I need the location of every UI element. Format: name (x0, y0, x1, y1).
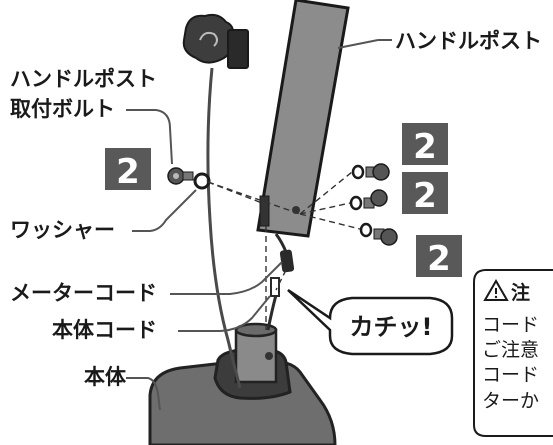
svg-text:コード: コード (482, 314, 539, 336)
svg-text:ご注意: ご注意 (482, 339, 539, 361)
body-cord-connector (266, 277, 280, 331)
handle-post-tube (256, 0, 350, 238)
svg-text:2: 2 (116, 152, 140, 192)
svg-text:2: 2 (413, 176, 437, 216)
label-body: 本体 (84, 365, 161, 411)
right-bolt-3 (359, 222, 398, 246)
svg-text:カチッ!: カチッ! (350, 313, 433, 341)
svg-text:ターか: ターか (482, 390, 539, 412)
label-body-cord: 本体コード (52, 295, 271, 342)
click-callout: カチッ! (287, 288, 454, 356)
svg-text:ハンドルポスト: ハンドルポスト (395, 29, 542, 53)
label-handle-post: ハンドルポスト (337, 29, 542, 53)
svg-text:2: 2 (427, 239, 451, 279)
label-meter-cord: メーターコード (10, 261, 283, 305)
step-badge-right-top: 2 (402, 123, 448, 167)
left-bolt (167, 167, 194, 185)
step-badge-right-mid: 2 (402, 172, 448, 216)
caution-box: 注 コード ご注意 コード ターか (473, 269, 553, 437)
meter-cord-connector (274, 233, 295, 273)
svg-text:本体コード: 本体コード (52, 318, 157, 342)
step-badge-left: 2 (105, 148, 151, 192)
svg-text:取付ボルト: 取付ボルト (10, 97, 115, 121)
warning-triangle-icon (483, 279, 509, 301)
svg-text:ワッシャー: ワッシャー (10, 218, 115, 242)
label-bolt: ハンドルポスト 取付ボルト (10, 67, 173, 165)
step-badge-right-low: 2 (416, 235, 462, 279)
svg-text:本体: 本体 (84, 365, 127, 389)
right-bolt-2 (349, 189, 388, 211)
body-socket (234, 322, 278, 384)
left-washer (193, 172, 211, 190)
label-washer: ワッシャー (10, 189, 197, 242)
svg-text:2: 2 (413, 127, 437, 167)
meter-cable (206, 67, 242, 389)
svg-text:注: 注 (511, 281, 530, 304)
svg-text:コード: コード (482, 364, 539, 386)
svg-text:ハンドルポスト: ハンドルポスト (10, 67, 157, 91)
svg-text:メーターコード: メーターコード (10, 281, 157, 305)
right-bolt-1 (351, 163, 390, 181)
display-unit (182, 13, 249, 69)
